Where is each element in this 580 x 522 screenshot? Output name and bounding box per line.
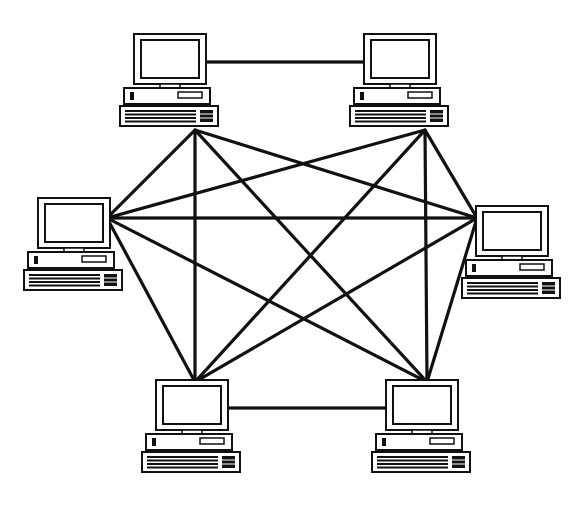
keyboard-keypad [222,456,235,468]
power-light [130,92,134,100]
desktop-computer-icon [461,205,561,299]
keyboard-keypad [200,110,213,122]
desktop-computer-icon [349,33,449,127]
keyboard-keypad [430,110,443,122]
drive-bay [519,263,545,271]
power-light [152,438,156,446]
monitor-screen [370,39,430,79]
drive-bay [177,91,203,99]
desktop-computer-icon [23,197,123,291]
network-nodes [23,33,561,473]
network-link-top-right-to-mid-left [105,128,427,220]
power-light [34,256,38,264]
monitor-screen [162,385,222,425]
network-link-mid-right-to-bottom-right [425,216,479,384]
network-links [105,60,479,410]
monitor-screen [140,39,200,79]
network-link-top-left-to-mid-right [193,128,479,220]
network-link-top-left-to-mid-left [105,128,197,220]
network-link-top-right-to-mid-right [423,128,479,220]
monitor-screen [392,385,452,425]
keyboard-keypad [452,456,465,468]
desktop-computer-icon [119,33,219,127]
desktop-computer-icon [141,379,241,473]
power-light [382,438,386,446]
drive-bay [199,437,225,445]
drive-bay [429,437,455,445]
network-link-mid-left-to-bottom-left [105,216,197,384]
power-light [472,264,476,272]
drive-bay [407,91,433,99]
monitor-screen [482,211,542,251]
network-link-top-right-to-bottom-right [423,128,429,384]
keyboard-keypad [542,282,555,294]
network-link-mid-right-to-bottom-left [193,216,479,384]
desktop-computer-icon [371,379,471,473]
network-link-top-right-to-bottom-left [193,128,427,384]
network-link-mid-left-to-bottom-right [105,216,429,384]
keyboard-keypad [104,274,117,286]
monitor-screen [44,203,104,243]
drive-bay [81,255,107,263]
power-light [360,92,364,100]
